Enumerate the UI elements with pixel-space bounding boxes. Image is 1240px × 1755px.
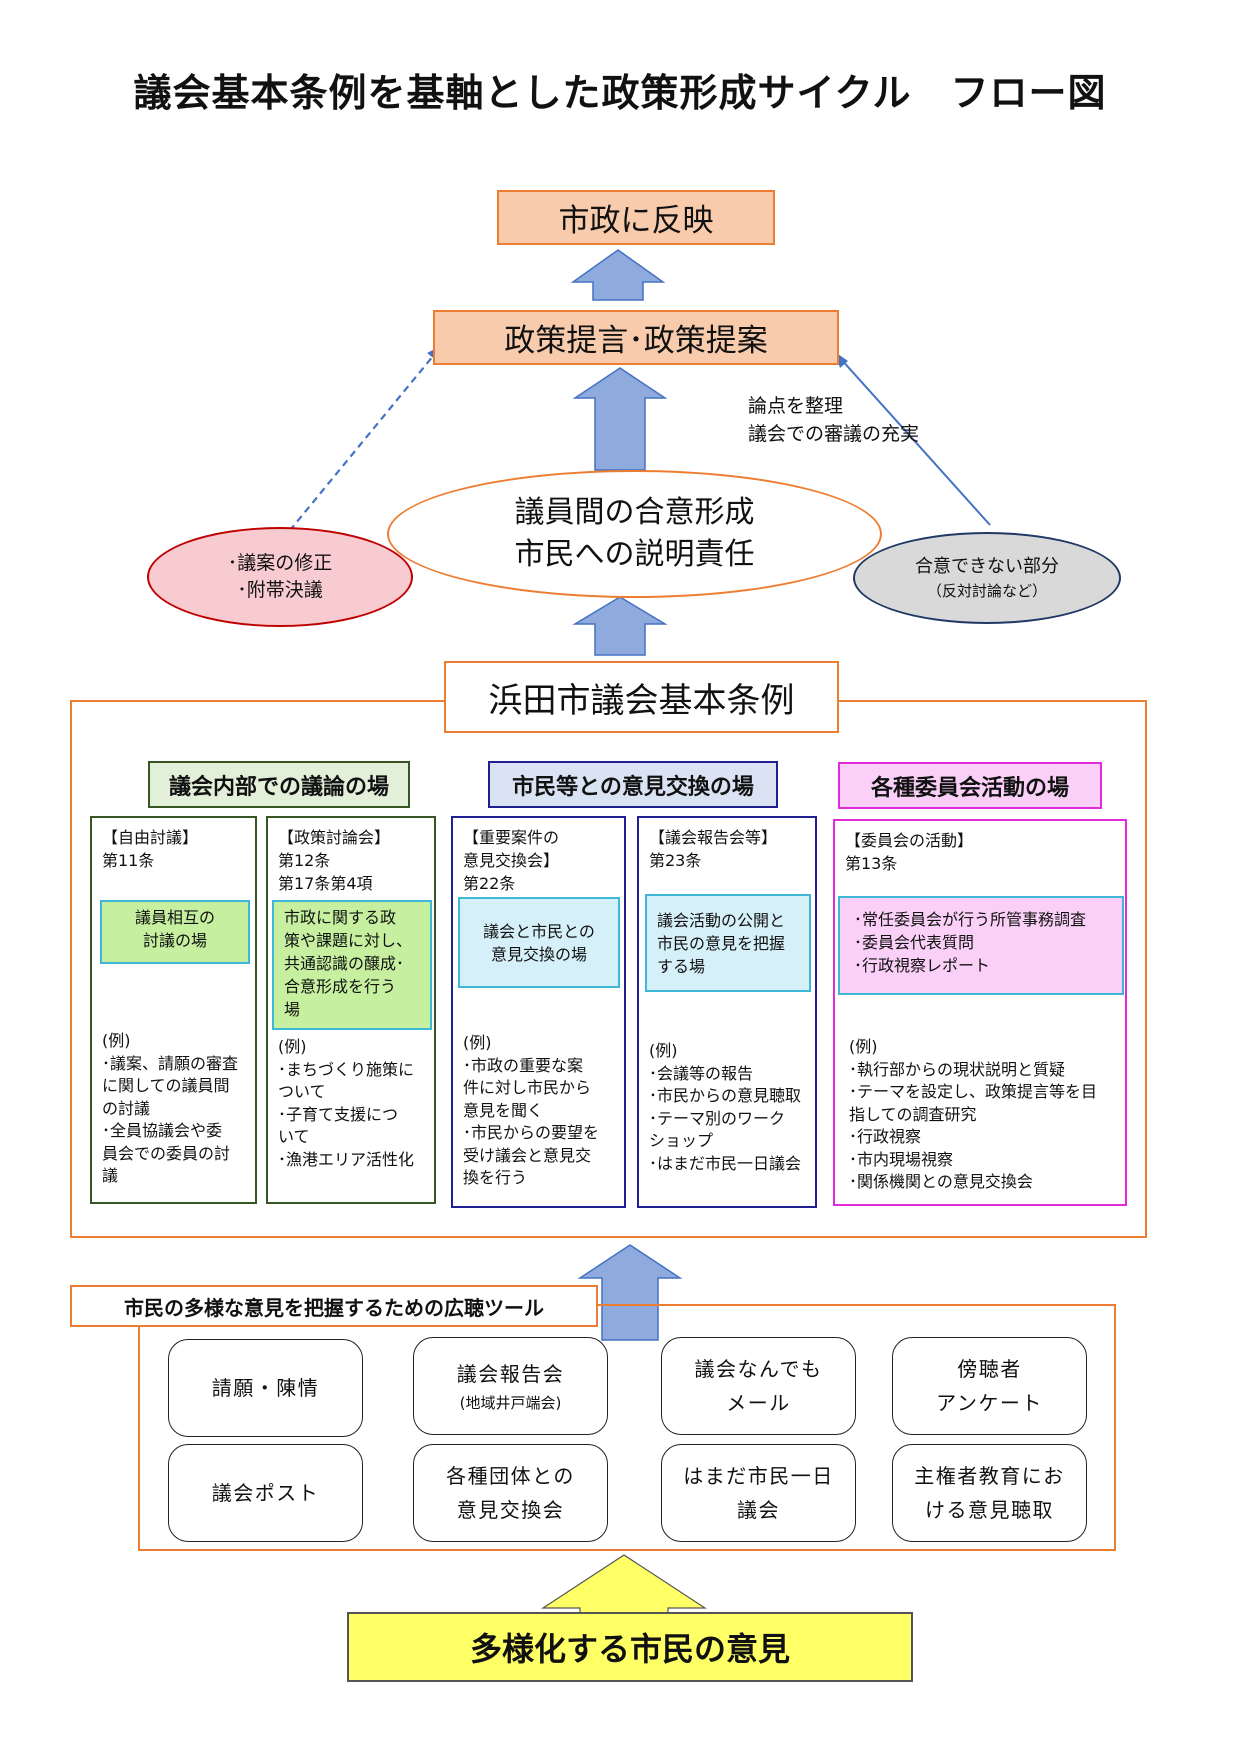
section-committee: 各種委員会活動の場 xyxy=(838,762,1102,809)
column-purpose-box: 議会活動の公開と 市民の意見を把握 する場 xyxy=(645,894,811,992)
tool-label: 主権者教育にお ける意見聴取 xyxy=(914,1464,1065,1522)
column-report-meeting: 【議会報告会等】 第23条 議会活動の公開と 市民の意見を把握 する場 (例) … xyxy=(637,816,817,1208)
proposal-box: 政策提言･政策提案 xyxy=(433,310,839,365)
column-header: 【自由討議】 第11条 xyxy=(102,828,199,870)
tool-label: 請願・陳情 xyxy=(211,1376,320,1400)
tool-group-exchange: 各種団体との 意見交換会 xyxy=(413,1444,608,1542)
column-important-matters: 【重要案件の 意見交換会】 第22条 議会と市民との 意見交換の場 (例) ･市… xyxy=(451,816,626,1208)
tool-label: はまだ市民一日 議会 xyxy=(683,1464,834,1522)
column-free-discussion: 【自由討議】 第11条 議員相互の 討議の場 (例) ･議案、請願の審査 に関し… xyxy=(90,816,257,1204)
arrow-up-proposal xyxy=(572,367,668,471)
column-examples: (例) ･議案、請願の審査 に関しての議員間 の討議 ･全員協議会や委 員会での… xyxy=(102,1031,239,1185)
tools-header: 市民の多様な意見を把握するための広聴ツール xyxy=(70,1285,598,1327)
tool-mail: 議会なんでも メール xyxy=(661,1337,856,1435)
amendment-line: ･議案の修正 xyxy=(227,552,333,574)
tool-post: 議会ポスト xyxy=(168,1444,363,1542)
column-header: 【委員会の活動】 第13条 xyxy=(845,831,974,873)
dashed-connector-left xyxy=(281,349,439,541)
disagreement-line: 合意できない部分 xyxy=(915,556,1059,577)
tools-frame xyxy=(138,1304,1116,1551)
column-examples: (例) ･まちづくり施策に ついて ･子育て支援につ いて ･漁港エリア活性化 xyxy=(278,1037,415,1169)
arrow-up-reflect xyxy=(570,249,666,301)
section-internal: 議会内部での議論の場 xyxy=(148,761,410,808)
tool-label: 議会報告会 xyxy=(456,1362,565,1386)
tool-survey: 傍聴者 アンケート xyxy=(892,1337,1087,1435)
arrow-up-ordinance xyxy=(577,1244,683,1341)
side-note-line: 議会での審議の充実 xyxy=(748,423,920,445)
side-note: 論点を整理 議会での審議の充実 xyxy=(748,392,919,448)
diverse-opinions-box: 多様化する市民の意見 xyxy=(347,1612,913,1682)
tool-report-meeting: 議会報告会 (地域井戸端会) xyxy=(413,1337,608,1435)
arrow-up-tools-yellow xyxy=(540,1554,708,1621)
ordinance-title: 浜田市議会基本条例 xyxy=(444,661,839,733)
tool-label: 議会なんでも メール xyxy=(694,1357,823,1415)
tool-civic-education: 主権者教育にお ける意見聴取 xyxy=(892,1444,1087,1542)
column-header: 【政策討論会】 第12条 第17条第4項 xyxy=(278,828,391,893)
consensus-ellipse: 議員間の合意形成 市民への説明責任 xyxy=(387,470,882,598)
disagreement-ellipse: 合意できない部分 （反対討論など） xyxy=(853,532,1121,624)
tool-petition: 請願・陳情 xyxy=(168,1339,363,1437)
solid-connector-right xyxy=(839,357,991,526)
column-header: 【重要案件の 意見交換会】 第22条 xyxy=(463,828,560,893)
column-purpose-box: 議員相互の 討議の場 xyxy=(100,900,250,964)
tool-citizen-assembly: はまだ市民一日 議会 xyxy=(661,1444,856,1542)
section-citizen: 市民等との意見交換の場 xyxy=(488,761,778,808)
amendment-ellipse: ･議案の修正 ･附帯決議 xyxy=(147,527,413,627)
column-examples: (例) ･市政の重要な案 件に対し市民から 意見を聞く ･市民からの要望を 受け… xyxy=(463,1033,600,1187)
tool-sublabel: (地域井戸端会) xyxy=(459,1394,562,1412)
side-note-line: 論点を整理 xyxy=(748,395,844,417)
tool-label: 傍聴者 アンケート xyxy=(936,1357,1043,1415)
amendment-line: ･附帯決議 xyxy=(237,579,323,601)
arrow-up-consensus xyxy=(572,596,668,656)
consensus-line: 議員間の合意形成 xyxy=(514,495,755,530)
consensus-line: 市民への説明責任 xyxy=(514,537,755,572)
disagreement-sub: （反対討論など） xyxy=(926,582,1047,600)
column-header: 【議会報告会等】 第23条 xyxy=(649,828,778,870)
column-purpose-box: 議会と市民との 意見交換の場 xyxy=(458,897,620,988)
column-policy-forum: 【政策討論会】 第12条 第17条第4項 市政に関する政 策や課題に対し、 共通… xyxy=(266,816,436,1204)
column-purpose-box: ･常任委員会が行う所管事務調査 ･委員会代表質問 ･行政視察レポート xyxy=(838,896,1124,995)
column-purpose-box: 市政に関する政 策や課題に対し、 共通認識の醸成･ 合意形成を行う 場 xyxy=(272,900,432,1030)
column-examples: (例) ･執行部からの現状説明と質疑 ･テーマを設定し、政策提言等を目 指しての… xyxy=(849,1037,1098,1191)
tool-label: 議会ポスト xyxy=(211,1481,320,1505)
reflect-box: 市政に反映 xyxy=(497,190,775,245)
column-examples: (例) ･会議等の報告 ･市民からの意見聴取 ･テーマ別のワーク ショップ ･は… xyxy=(649,1041,802,1173)
tool-label: 各種団体との 意見交換会 xyxy=(446,1464,575,1522)
page-title: 議会基本条例を基軸とした政策形成サイクル フロー図 xyxy=(133,71,1107,115)
column-committee: 【委員会の活動】 第13条 ･常任委員会が行う所管事務調査 ･委員会代表質問 ･… xyxy=(833,819,1127,1206)
